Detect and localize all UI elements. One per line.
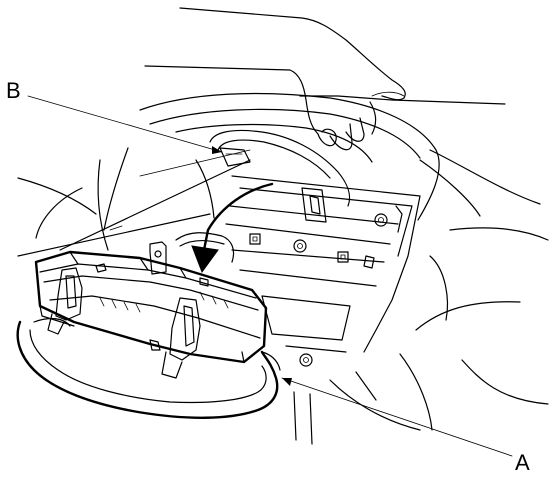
removal-direction-arrow bbox=[191, 182, 274, 274]
roof-outline bbox=[17, 92, 440, 257]
left-retaining-clip bbox=[47, 267, 83, 335]
leader-line-a bbox=[281, 377, 513, 457]
leader-line-b bbox=[27, 95, 223, 154]
overhead-console bbox=[34, 250, 268, 364]
right-retaining-clip bbox=[149, 297, 201, 379]
roof-console-base bbox=[16, 317, 281, 419]
callout-label-b: B bbox=[6, 78, 21, 103]
hand-drawing bbox=[144, 7, 506, 151]
body-panel-lines bbox=[293, 149, 549, 445]
mounting-frame bbox=[225, 175, 421, 367]
callout-label-a: A bbox=[515, 450, 530, 475]
mounting-tab bbox=[149, 232, 235, 275]
